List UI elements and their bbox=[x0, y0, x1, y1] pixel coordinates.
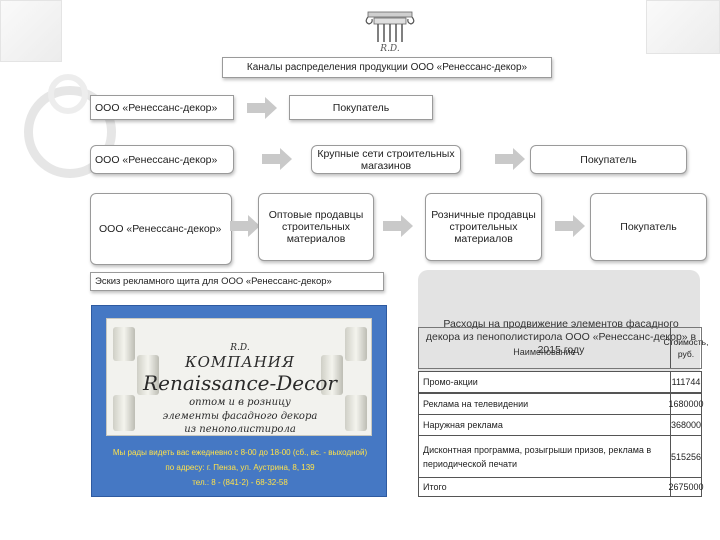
column-header-name: Наименование bbox=[419, 328, 671, 368]
decor-ring bbox=[48, 74, 88, 114]
retail-box: Розничные продавцы строительных материал… bbox=[425, 193, 542, 261]
decor-square bbox=[646, 0, 720, 54]
billboard-monogram: R.D. bbox=[230, 343, 250, 353]
billboard-panel: R.D. КОМПАНИЯ Renaissance-Decor оптом и … bbox=[106, 318, 372, 436]
table-row: Наружная реклама 368000 bbox=[418, 414, 702, 436]
arrow-right-icon bbox=[262, 148, 292, 170]
buyer-box: Покупатель bbox=[530, 145, 687, 174]
billboard-text: элементы фасадного декора bbox=[162, 411, 318, 422]
row-value: 2675000 bbox=[668, 482, 704, 492]
arrow-right-icon bbox=[555, 215, 585, 237]
column-header-cost: Стоимость, руб. bbox=[663, 337, 709, 359]
row-name: Дисконтная программа, розыгрыши призов, … bbox=[419, 436, 671, 477]
decor-square bbox=[0, 0, 62, 62]
billboard-phone: тел.: 8 - (841-2) - 68-32-58 bbox=[192, 478, 288, 487]
billboard-hours: Мы рады видеть вас ежедневно с 8-00 до 1… bbox=[112, 448, 368, 457]
buyer-box: Покупатель bbox=[590, 193, 707, 261]
producer-box: ООО «Ренессанс-декор» bbox=[90, 95, 234, 120]
intermediary-box: Крупные сети строительных магазинов bbox=[311, 145, 461, 174]
column-decor-icon bbox=[113, 327, 135, 361]
row-value: 368000 bbox=[670, 420, 702, 430]
billboard-text: из пенополистирола bbox=[184, 424, 296, 435]
row-name: Итого bbox=[419, 478, 671, 496]
column-decor-icon bbox=[113, 395, 135, 431]
wholesale-box: Оптовые продавцы строительных материалов bbox=[258, 193, 374, 261]
page-title: Каналы распределения продукции ООО «Рене… bbox=[222, 57, 552, 78]
table-header-row: Наименование Стоимость, руб. bbox=[418, 327, 709, 369]
row-value: 1680000 bbox=[668, 399, 704, 409]
table-row: Дисконтная программа, розыгрыши призов, … bbox=[418, 435, 702, 478]
billboard-address: по адресу: г. Пенза, ул. Аустрина, 8, 13… bbox=[165, 463, 315, 472]
column-decor-icon bbox=[345, 327, 367, 361]
row-name: Реклама на телевидении bbox=[419, 394, 671, 414]
table-row: Промо-акции 111744 bbox=[418, 371, 702, 393]
row-name: Промо-акции bbox=[419, 372, 671, 392]
column-decor-icon bbox=[321, 355, 343, 395]
arrow-right-icon bbox=[383, 215, 413, 237]
arrow-right-icon bbox=[495, 148, 525, 170]
billboard-text: оптом и в розницу bbox=[189, 397, 291, 408]
column-decor-icon bbox=[137, 355, 159, 395]
column-capital-icon bbox=[365, 11, 415, 42]
logo-monogram: R.D. bbox=[380, 44, 400, 54]
billboard-company: КОМПАНИЯ bbox=[185, 353, 295, 371]
row-name: Наружная реклама bbox=[419, 415, 671, 435]
row-value: 111744 bbox=[671, 377, 701, 387]
producer-box: ООО «Ренессанс-декор» bbox=[90, 145, 234, 174]
table-row-total: Итого 2675000 bbox=[418, 477, 704, 497]
billboard-sketch: R.D. КОМПАНИЯ Renaissance-Decor оптом и … bbox=[91, 305, 387, 497]
producer-box: ООО «Ренессанс-декор» bbox=[90, 193, 232, 265]
company-logo: R.D. bbox=[360, 10, 420, 56]
ad-caption: Эскиз рекламного щита для ООО «Ренессанс… bbox=[90, 272, 384, 291]
billboard-brand: Renaissance-Decor bbox=[143, 371, 337, 395]
row-value: 515256 bbox=[670, 451, 702, 462]
arrow-right-icon bbox=[230, 215, 260, 237]
buyer-box: Покупатель bbox=[289, 95, 433, 120]
arrow-right-icon bbox=[247, 97, 277, 119]
column-decor-icon bbox=[345, 395, 367, 431]
table-row: Реклама на телевидении 1680000 bbox=[418, 393, 704, 415]
